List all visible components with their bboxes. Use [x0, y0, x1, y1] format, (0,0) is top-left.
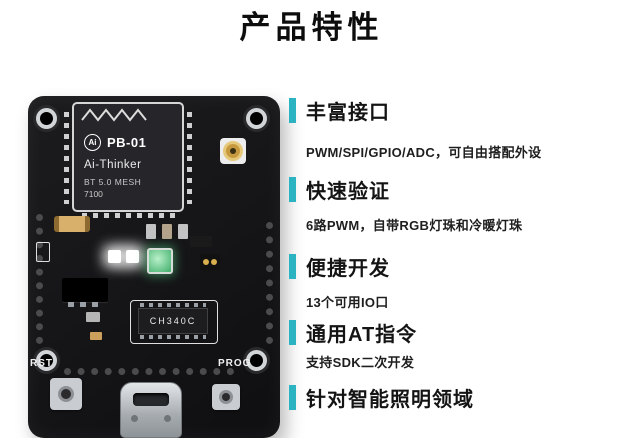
feature-detail: PWM/SPI/GPIO/ADC，可自由搭配外设	[306, 145, 542, 160]
feature-heading: 丰富接口	[306, 102, 390, 124]
ai-thinker-logo-icon: Ai	[84, 134, 101, 151]
prog-label: PROG	[218, 358, 252, 369]
feature-item: 针对智能照明领域	[289, 383, 474, 412]
mounting-hole	[36, 108, 57, 129]
resistor-component	[90, 332, 102, 340]
feature-item: 丰富接口	[289, 96, 390, 125]
chip-pins	[140, 335, 206, 339]
white-led	[126, 250, 139, 263]
capacitor-component	[162, 224, 172, 239]
pin-holes	[64, 368, 234, 375]
reset-button-cap	[58, 386, 74, 402]
accent-bar	[289, 177, 296, 202]
antenna-trace-icon	[81, 108, 147, 122]
inductor-component	[54, 216, 90, 232]
usb-dimple	[164, 415, 171, 422]
feature-heading: 快速验证	[306, 181, 390, 203]
pin-holes	[266, 222, 273, 344]
solder-pads	[64, 112, 69, 204]
regulator-pins	[68, 302, 102, 307]
feature-list: 丰富接口 PWM/SPI/GPIO/ADC，可自由搭配外设 快速验证 6路PWM…	[289, 94, 619, 434]
chip-pins	[140, 303, 206, 307]
pcb-board: Ai PB-01 Ai-Thinker BT 5.0 MESH 7100	[28, 96, 280, 438]
feature-heading: 针对智能照明领域	[306, 389, 474, 411]
regulator-component	[62, 278, 108, 302]
pin-holes	[36, 214, 43, 344]
chip-silkscreen-outline	[130, 300, 218, 344]
white-led	[108, 250, 121, 263]
rf-module-shield: Ai PB-01 Ai-Thinker BT 5.0 MESH 7100	[72, 102, 184, 212]
capacitor-component	[86, 312, 100, 322]
module-brand-label: Ai-Thinker	[84, 159, 142, 171]
feature-detail: 6路PWM，自带RGB灯珠和冷暖灯珠	[306, 218, 523, 233]
mounting-hole	[36, 350, 57, 371]
feature-heading: 便捷开发	[306, 258, 390, 280]
silkscreen-marking	[36, 242, 50, 262]
usb-slot	[133, 393, 169, 406]
connector-pad	[203, 259, 209, 265]
solder-pads	[82, 213, 176, 218]
connector-pad	[211, 259, 217, 265]
ipex-pin	[230, 148, 236, 154]
feature-heading: 通用AT指令	[306, 324, 418, 346]
reset-button	[50, 378, 82, 410]
accent-bar	[289, 254, 296, 279]
ipex-ring	[223, 141, 243, 161]
page-title: 产品特性	[239, 10, 384, 45]
ipex-antenna-connector	[220, 138, 246, 164]
usb-dimple	[131, 415, 138, 422]
feature-item: 便捷开发	[289, 252, 390, 281]
capacitor-component	[178, 224, 188, 239]
accent-bar	[289, 98, 296, 123]
module-model-label: PB-01	[107, 135, 147, 150]
mounting-hole	[246, 108, 267, 129]
feature-detail: 13个可用IO口	[306, 295, 389, 310]
reset-label: RST	[30, 358, 53, 369]
module-code-label: 7100	[84, 189, 103, 199]
solder-pads	[187, 112, 192, 204]
module-spec-label: BT 5.0 MESH	[84, 177, 142, 187]
feature-item: 通用AT指令	[289, 318, 417, 347]
prog-button	[212, 384, 240, 410]
accent-bar	[289, 320, 296, 345]
ch340c-chip: CH340C	[138, 308, 208, 334]
rgb-led	[147, 248, 173, 274]
usb-connector	[120, 382, 182, 438]
mounting-hole	[246, 350, 267, 371]
feature-detail: 支持SDK二次开发	[306, 355, 415, 370]
capacitor-component	[146, 224, 156, 239]
connector-component	[200, 254, 220, 270]
prog-button-cap	[219, 390, 233, 404]
feature-item: 快速验证	[289, 175, 390, 204]
accent-bar	[289, 385, 296, 410]
module-header: Ai PB-01	[84, 134, 146, 151]
transistor-component	[190, 236, 212, 247]
